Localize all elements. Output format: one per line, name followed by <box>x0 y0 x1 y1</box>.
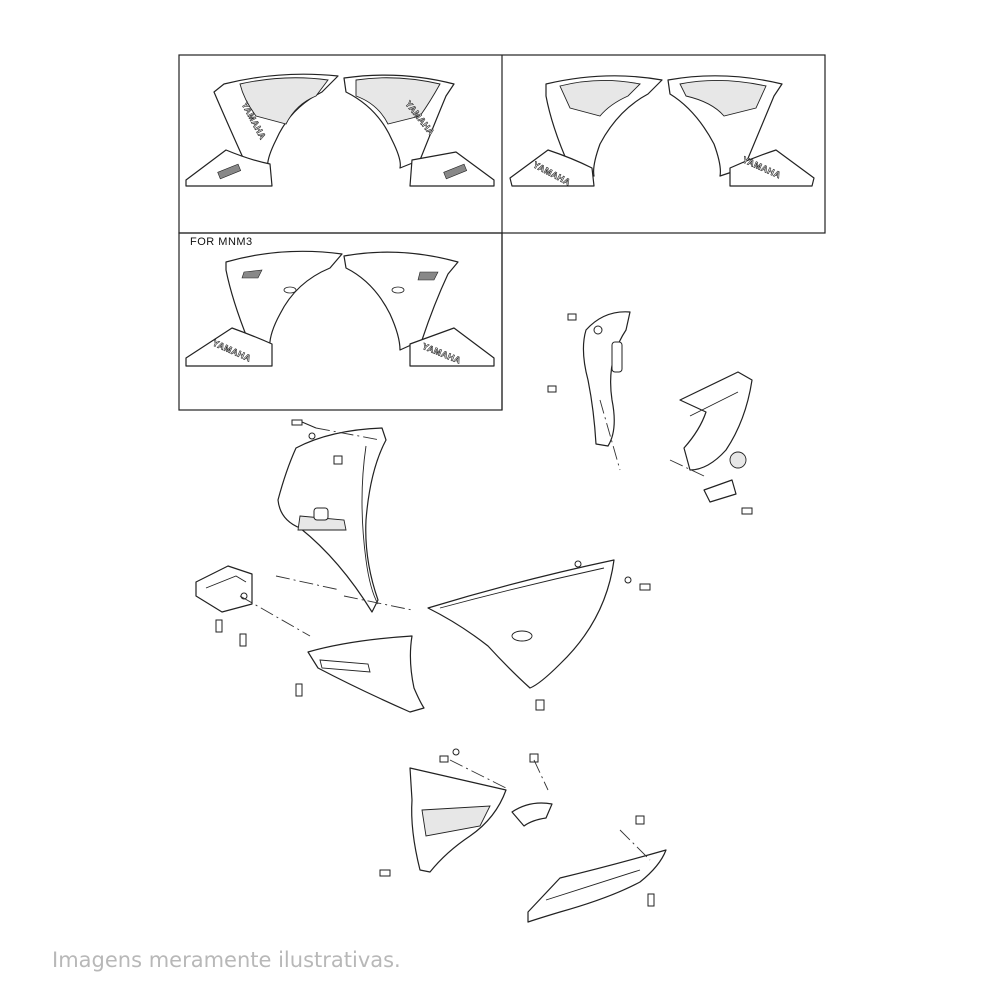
decal-mnm3-right-side: YAMAHA <box>343 251 495 367</box>
variant-panel-label: FOR MNM3 <box>190 236 253 248</box>
center-cowl-panel <box>307 635 425 713</box>
fastener-bolt <box>639 583 651 591</box>
decal-mnm3-left-side: YAMAHA <box>185 250 343 367</box>
fastener-washer <box>574 560 582 568</box>
fasteners <box>215 313 753 907</box>
fastener-bolt <box>379 869 391 877</box>
fastener-washer <box>452 748 460 756</box>
inner-side-cover <box>679 371 753 503</box>
fastener-bolt <box>291 419 317 429</box>
fastener-bolt <box>567 313 577 321</box>
upper-side-cowling <box>277 427 387 613</box>
fastener-bolt <box>547 385 557 393</box>
fastener-bolt <box>295 683 303 697</box>
fastener-bolt <box>647 893 655 907</box>
fastener-bolt <box>635 815 645 825</box>
decal-b-right-side: YAMAHA <box>667 75 815 187</box>
fastener-bolt <box>215 619 223 633</box>
decal-panel-mnm3: FOR MNM3 YAMAHA YAMAHA <box>185 236 495 367</box>
disclaimer-caption: Imagens meramente ilustrativas. <box>52 948 401 972</box>
decal-a-right-side: YAMAHA <box>343 74 495 187</box>
decal-panel-b: YAMAHA YAMAHA <box>509 75 815 188</box>
assembly-guide-lines <box>239 399 705 861</box>
fastener-bolt <box>535 699 545 711</box>
fastener-bolt <box>239 633 247 647</box>
fastener-bolt <box>741 507 753 515</box>
headlight-stay-bracket <box>582 311 631 447</box>
decal-b-left-side: YAMAHA <box>509 75 663 188</box>
fastener-washer <box>624 576 632 584</box>
variant-panels <box>178 54 826 411</box>
under-cowl-left <box>409 767 507 873</box>
inner-mount-bracket <box>195 565 253 613</box>
fastener-bolt <box>439 755 449 763</box>
fastener-washer <box>308 432 316 440</box>
main-side-fairing <box>427 559 615 689</box>
under-cowl-right <box>527 849 667 923</box>
small-cover-piece <box>511 802 553 827</box>
decal-a-left-side: YAMAHA <box>185 73 339 187</box>
fastener-bolt <box>529 753 539 763</box>
decal-panel-a: YAMAHA YAMAHA <box>185 73 495 187</box>
